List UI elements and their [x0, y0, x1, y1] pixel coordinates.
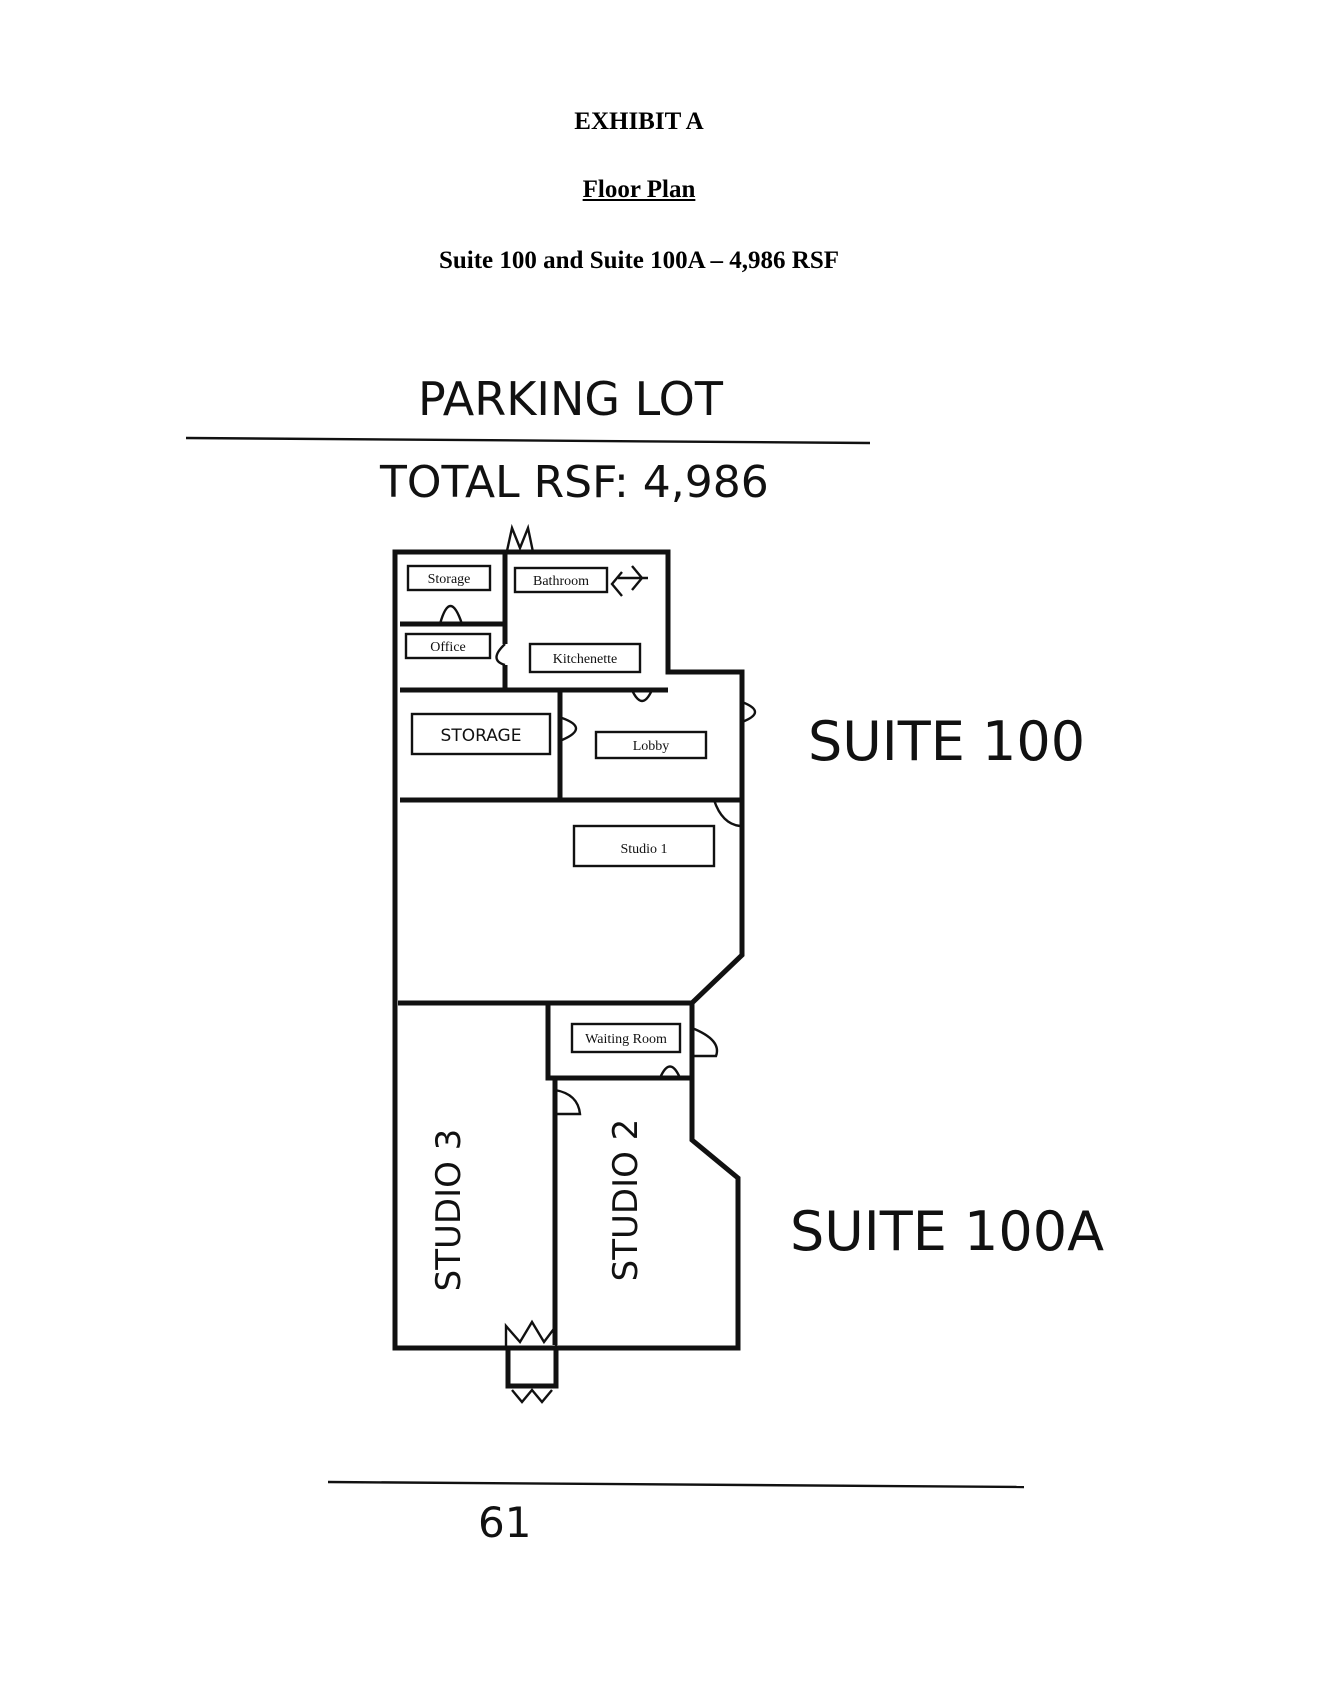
parking-lot-line: [185, 436, 871, 445]
room-kitchenette-label: Kitchenette: [553, 652, 618, 667]
rear-vestibule: [505, 1350, 559, 1389]
waiting-room-walls: [545, 1003, 692, 1081]
room-office-label: Office: [430, 640, 466, 655]
suite100a-entry-door-icon: [691, 1026, 719, 1058]
lobby-door-icon: [561, 716, 578, 742]
suite100-entry-door-icon: [741, 700, 757, 724]
storage-lobby-walls: [400, 690, 742, 803]
office-door-icon: [495, 643, 506, 667]
studio1-door-icon: [712, 799, 741, 828]
bottom-double-door-icon: [504, 1319, 558, 1348]
room-bathroom-label: Bathroom: [533, 574, 589, 589]
room-studio-1: Studio 1: [572, 824, 716, 868]
room-storage-small-label: Storage: [428, 572, 471, 587]
room-studio-1-label: Studio 1: [620, 842, 667, 857]
room-office: Office: [404, 632, 492, 660]
room-waiting-room: Waiting Room: [570, 1022, 682, 1054]
parking-lot-label: PARKING LOT: [418, 372, 724, 426]
building-outline: [392, 549, 745, 1351]
suite-rsf-line: Suite 100 and Suite 100A – 4,986 RSF: [438, 247, 840, 274]
room-lobby: Lobby: [594, 730, 708, 760]
room-studio-3-label: STUDIO 3: [429, 1129, 469, 1292]
room-kitchenette: Kitchenette: [528, 642, 642, 674]
exhibit-title: EXHIBIT A: [574, 108, 704, 135]
rear-exit-door-icon: [511, 1388, 553, 1404]
suite-100a-label: SUITE 100A: [790, 1200, 1104, 1263]
room-studio-2-label: STUDIO 2: [606, 1119, 646, 1282]
kitchenette-door-icon: [630, 689, 654, 703]
room-storage-small: Storage: [406, 564, 492, 592]
storage-door-icon: [438, 604, 464, 625]
suite-100-label: SUITE 100: [808, 710, 1085, 773]
room-lobby-label: Lobby: [633, 739, 670, 754]
room-storage-large-label: STORAGE: [441, 726, 522, 746]
street-number-label: 61: [478, 1498, 531, 1547]
total-rsf-label: TOTAL RSF: 4,986: [379, 457, 769, 508]
street-line: [327, 1480, 1025, 1489]
studio2-door-icon: [554, 1088, 582, 1116]
bathroom-door-icon: [610, 565, 648, 597]
top-double-door-icon: [503, 523, 535, 561]
room-storage-large: STORAGE: [410, 712, 552, 756]
room-waiting-room-label: Waiting Room: [585, 1032, 667, 1047]
exhibit-subtitle: Floor Plan: [582, 176, 696, 203]
room-bathroom: Bathroom: [513, 566, 609, 594]
waiting-room-door-icon: [658, 1065, 682, 1079]
